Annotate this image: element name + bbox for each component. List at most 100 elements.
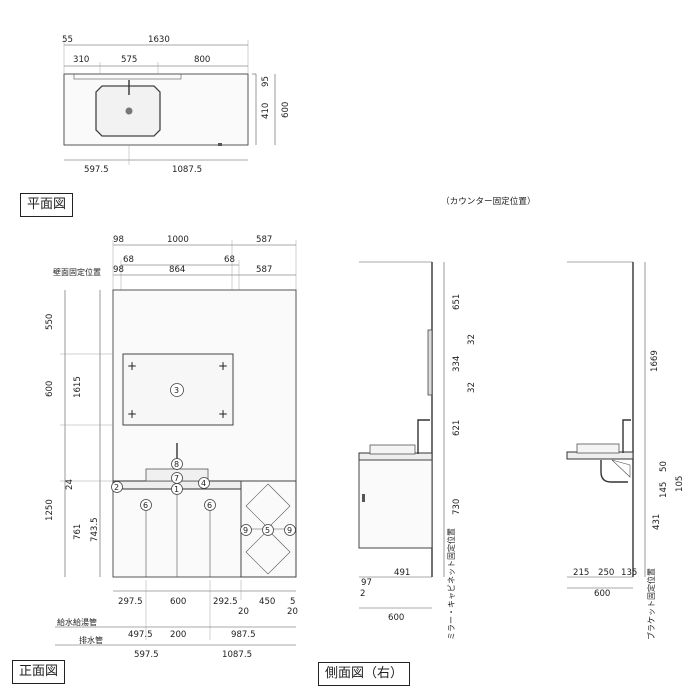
plan-drain-icon <box>125 107 133 115</box>
side-dim-1669: 1669 <box>650 350 660 372</box>
svg-text:+: + <box>127 359 137 373</box>
front-dim-600: 600 <box>45 381 55 397</box>
callout-5 <box>262 524 274 536</box>
plan-dim-800: 800 <box>194 55 210 65</box>
side-dim-334: 334 <box>452 356 462 372</box>
svg-text:6: 6 <box>143 501 148 510</box>
side-dim-730: 730 <box>452 499 462 515</box>
bracket-fix-label: ブラケット固定位置 <box>646 568 656 640</box>
front-dim-600-bottom: 600 <box>170 597 186 607</box>
side-drain-trap <box>600 460 628 483</box>
svg-text:+: + <box>218 407 228 421</box>
svg-text:3: 3 <box>174 386 179 395</box>
side-dim-600-left: 600 <box>388 613 404 623</box>
side-faucet <box>417 419 430 454</box>
side-dim-491: 491 <box>394 568 410 578</box>
front-view: 98 1000 587 68 68 壁面固定位置 98 864 587 + + … <box>45 235 298 660</box>
svg-text:8: 8 <box>174 460 179 469</box>
front-dim-1250: 1250 <box>45 499 55 521</box>
side-dim-145: 145 <box>659 482 669 498</box>
svg-text:9: 9 <box>287 526 292 535</box>
side-dim-431: 431 <box>652 514 662 530</box>
plan-outlet-icon <box>218 143 222 146</box>
side-dim-50: 50 <box>659 461 669 472</box>
front-dim-450: 450 <box>259 597 275 607</box>
front-dim-292-5: 292.5 <box>213 597 238 607</box>
front-dim-20-left: 20 <box>238 607 249 617</box>
plan-dim-410: 410 <box>261 103 271 119</box>
front-dim-68-right: 68 <box>224 255 235 265</box>
side-dim-621: 621 <box>452 420 462 436</box>
plan-backsplash <box>73 73 182 80</box>
supply-pipe-label: 給水給湯管 <box>57 617 97 627</box>
callout-8 <box>171 458 183 470</box>
plan-dim-1630: 1630 <box>148 35 170 45</box>
front-dim-24: 24 <box>65 479 75 490</box>
svg-text:2: 2 <box>114 483 119 492</box>
callout-1 <box>171 483 183 495</box>
svg-text:6: 6 <box>207 501 212 510</box>
plan-dim-55: 55 <box>62 35 73 45</box>
svg-text:1: 1 <box>174 485 179 494</box>
side-view-title: 側面図（右） <box>318 662 411 686</box>
mirror-cabinet-fix-label: ミラー・キャビネット固定位置 <box>446 528 456 640</box>
svg-text:+: + <box>218 359 228 373</box>
plan-dim-575: 575 <box>121 55 137 65</box>
side-dim-97: 97 <box>361 578 372 588</box>
side-dim-32-top: 32 <box>467 334 477 345</box>
callout-9-right <box>284 524 296 536</box>
front-dim-1000: 1000 <box>167 235 189 245</box>
front-view-title: 正面図 <box>12 660 66 684</box>
callout-3 <box>170 383 184 397</box>
svg-text:5: 5 <box>265 526 270 535</box>
plan-view: 55 1630 310 575 800 95 410 600 597.5 108… <box>62 35 291 175</box>
front-dim-20-right: 20 <box>287 607 298 617</box>
front-dim-1615: 1615 <box>73 376 83 398</box>
side-dim-600-right: 600 <box>594 589 610 599</box>
side-dim-2: 2 <box>360 589 365 599</box>
side-dim-250: 250 <box>598 568 614 578</box>
plan-view-title: 平面図 <box>20 193 74 217</box>
side-view-left: 651 32 334 32 621 730 491 97 2 600 ミラー・キ… <box>358 261 477 640</box>
svg-text:+: + <box>127 407 137 421</box>
svg-text:4: 4 <box>201 479 206 488</box>
front-dim-587-row3: 587 <box>256 265 272 275</box>
front-dim-68-left: 68 <box>123 255 134 265</box>
side-dim-32-bottom: 32 <box>467 382 477 393</box>
front-dim-761: 761 <box>73 524 83 540</box>
svg-text:9: 9 <box>243 526 248 535</box>
plan-dim-597-5: 597.5 <box>84 165 109 175</box>
counter-fix-label: （カウンター固定位置） <box>441 195 536 207</box>
callout-9-left <box>240 524 252 536</box>
drain-pipe-label: 排水管 <box>79 635 103 645</box>
wall-fix-label: 壁面固定位置 <box>53 267 101 277</box>
front-dim-98-row3: 98 <box>113 265 124 275</box>
front-dim-98-top: 98 <box>113 235 124 245</box>
callout-6-left <box>140 499 152 511</box>
supply-dim-497-5: 497.5 <box>128 630 153 640</box>
drain-dim-597-5: 597.5 <box>134 650 159 660</box>
callout-group: 8 7 1 2 4 6 6 9 5 9 <box>111 458 296 536</box>
front-dim-5: 5 <box>290 597 295 607</box>
side-bracket <box>611 459 631 478</box>
front-dim-550: 550 <box>45 314 55 330</box>
side-dim-651: 651 <box>452 294 462 310</box>
front-dim-587-top: 587 <box>256 235 272 245</box>
callout-2 <box>111 481 123 493</box>
side-view-right: 1669 50 145 105 431 215 250 135 600 ブラケッ… <box>566 261 685 640</box>
side-mirror <box>427 329 433 396</box>
side-dim-105: 105 <box>675 476 685 492</box>
plan-dim-310: 310 <box>73 55 89 65</box>
plan-dim-1087-5: 1087.5 <box>172 165 202 175</box>
plan-dim-600: 600 <box>281 102 291 118</box>
supply-dim-200: 200 <box>170 630 186 640</box>
callout-6-right <box>204 499 216 511</box>
svg-text:7: 7 <box>174 474 179 483</box>
supply-dim-987-5: 987.5 <box>231 630 256 640</box>
side-cabinet-body <box>358 459 433 549</box>
drain-dim-1087-5: 1087.5 <box>222 650 252 660</box>
plan-dim-95: 95 <box>261 76 271 87</box>
side-dim-215: 215 <box>573 568 589 578</box>
callout-4 <box>198 477 210 489</box>
